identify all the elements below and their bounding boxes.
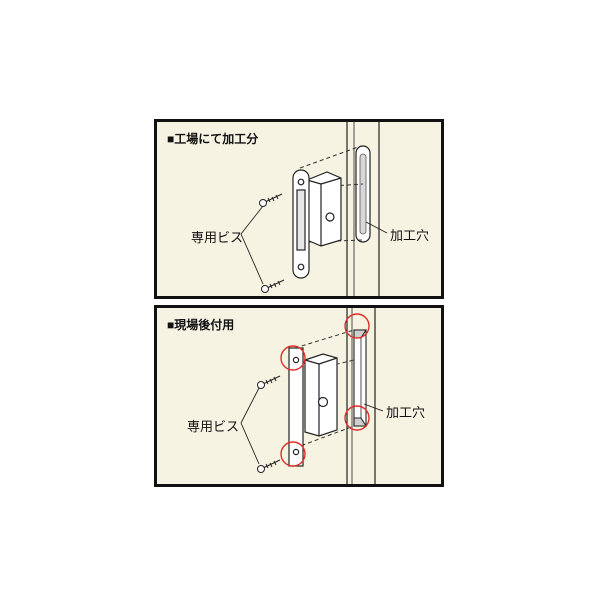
hole-label: 加工穴 — [386, 405, 426, 420]
faceplate — [288, 347, 304, 467]
machined-hole — [355, 145, 371, 243]
panel-title: ■工場にて加工分 — [167, 132, 259, 146]
screw-label: 専用ビス — [187, 419, 240, 434]
screw-label: 専用ビス — [191, 230, 244, 245]
panel-title: ■現場後付用 — [167, 318, 235, 332]
screw-lower — [257, 459, 281, 473]
leader-lines — [240, 205, 388, 285]
factory-install-diagram — [240, 122, 388, 296]
screw-lower — [261, 279, 285, 293]
highlight-circles — [280, 313, 370, 467]
projection-lines — [294, 329, 355, 449]
factory-processed-panel: ■工場にて加工分 専用ビス 加工穴 — [154, 119, 444, 299]
screw-upper — [259, 193, 283, 207]
lock-body — [304, 353, 338, 437]
leader-lines — [240, 387, 384, 465]
screw-upper — [257, 375, 281, 389]
faceplate — [292, 169, 310, 279]
retrofit-install-diagram — [240, 308, 384, 484]
field-retrofit-panel: ■現場後付用 専用ビス 加工穴 — [154, 305, 444, 487]
hole-label: 加工穴 — [390, 228, 430, 243]
machined-hole — [353, 329, 367, 427]
lock-body — [306, 171, 342, 247]
